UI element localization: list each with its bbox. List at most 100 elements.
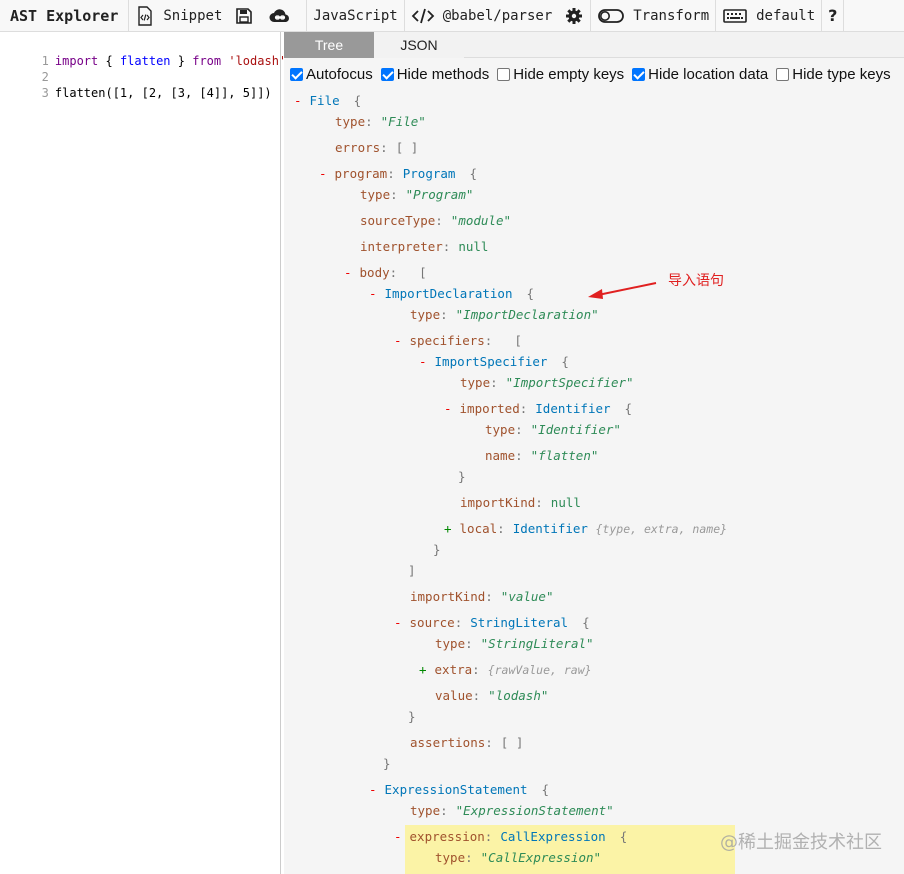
help-button[interactable]: ? (822, 0, 845, 31)
prop-value: "Program" (405, 187, 474, 202)
keymap-select[interactable]: default (716, 0, 823, 31)
tree-node-specifiers[interactable]: -specifiers:[ (394, 333, 522, 348)
keyword-import: import (54, 54, 99, 68)
transform-toggle[interactable]: Transform (591, 0, 717, 31)
option-label: Hide methods (396, 65, 490, 83)
prop-value: "CallExpression" (480, 850, 602, 865)
tree-prop: type:"File" (335, 114, 426, 129)
close-brace: } (408, 708, 416, 726)
tab-tree[interactable]: Tree (284, 32, 374, 58)
code-icon (411, 6, 435, 26)
keyword-from: from (192, 54, 222, 68)
checkbox-hide-location-data[interactable] (632, 67, 646, 81)
node-type: ExpressionStatement (384, 782, 528, 797)
brace: { (561, 354, 569, 369)
prop-key: specifiers (409, 333, 485, 348)
ast-tree: -File{ type:"File" errors:[ ] -program:P… (284, 32, 904, 874)
prop-key: interpreter (360, 239, 443, 254)
option-hide-location-data[interactable]: Hide location data (632, 66, 768, 83)
option-autofocus[interactable]: Autofocus (290, 66, 373, 83)
tree-prop: type:"ImportDeclaration" (410, 307, 599, 322)
tree-node-expression[interactable]: -expression:CallExpression{ (394, 829, 628, 844)
code-line: 2 (0, 53, 280, 84)
output-tabs: Tree JSON (284, 32, 904, 58)
parser-label: @babel/parser (442, 7, 553, 24)
expand-toggle[interactable]: + (444, 521, 452, 536)
collapse-toggle[interactable]: - (444, 401, 452, 416)
tree-prop: type:"Program" (360, 187, 474, 202)
language-select[interactable]: JavaScript (307, 0, 405, 31)
expand-toggle[interactable]: + (419, 662, 427, 677)
tree-node-local[interactable]: +local:Identifier {type, extra, name} (444, 521, 728, 536)
prop-key: name (485, 448, 516, 463)
line-number: 2 (41, 70, 49, 84)
node-type: StringLiteral (470, 615, 569, 630)
checkbox-autofocus[interactable] (290, 67, 303, 81)
tree-node-file[interactable]: -File { (294, 92, 361, 110)
tree-node-body[interactable]: -body:[ (344, 265, 427, 280)
checkbox-hide-methods[interactable] (380, 67, 394, 81)
cloud-link-icon (268, 6, 292, 26)
close-brace: } (433, 541, 441, 559)
brace: } (433, 542, 441, 557)
tree-node-source[interactable]: -source:StringLiteral{ (394, 615, 590, 630)
option-hide-empty-keys[interactable]: Hide empty keys (497, 66, 624, 83)
close-brace: } (458, 468, 466, 486)
code-token: { (98, 54, 120, 68)
share-button[interactable] (262, 0, 308, 31)
prop-key: assertions (410, 735, 486, 750)
collapse-toggle[interactable]: - (369, 286, 377, 301)
tree-node-expression-statement[interactable]: -ExpressionStatement{ (369, 781, 549, 799)
collapse-toggle[interactable]: - (394, 333, 402, 348)
parser-select[interactable]: @babel/parser (405, 0, 559, 31)
tree-prop: sourceType:"module" (360, 213, 512, 228)
tree-node-extra[interactable]: +extra:{rawValue, raw} (419, 662, 592, 677)
prop-key: program (334, 166, 388, 181)
collapse-toggle[interactable]: - (319, 166, 327, 181)
option-hide-type-keys[interactable]: Hide type keys (776, 66, 891, 83)
prop-value: [ ] (500, 735, 524, 750)
prop-key: type (435, 850, 466, 865)
option-label: Autofocus (306, 65, 373, 83)
prop-key: type (360, 187, 391, 202)
brace: { (353, 93, 362, 108)
collapse-toggle[interactable]: - (294, 93, 302, 108)
prop-key: imported (459, 401, 520, 416)
tree-node-import-specifier[interactable]: -ImportSpecifier{ (419, 353, 569, 371)
tree-node-imported[interactable]: -imported:Identifier{ (444, 401, 633, 416)
collapse-toggle[interactable]: - (419, 354, 427, 369)
watermark: @稀土掘金技术社区 (720, 832, 882, 853)
keyboard-icon (722, 6, 748, 26)
option-hide-methods[interactable]: Hide methods (380, 65, 490, 83)
tree-node-import-declaration[interactable]: -ImportDeclaration{ (369, 285, 534, 303)
collapse-toggle[interactable]: - (369, 782, 377, 797)
tree-prop: importKind:null (460, 495, 581, 510)
tree-prop: type:"ImportSpecifier" (460, 375, 634, 390)
brace: { (526, 286, 534, 301)
node-type: File (309, 93, 340, 108)
tree-prop: type:"Identifier" (485, 422, 621, 437)
tree-prop: type:"CallExpression" (435, 850, 602, 865)
prop-value: null (458, 239, 489, 254)
collapse-toggle[interactable]: - (394, 615, 402, 630)
node-type: CallExpression (500, 829, 606, 844)
collapse-toggle[interactable]: - (344, 265, 352, 280)
tab-json[interactable]: JSON (374, 32, 464, 58)
tree-node-program[interactable]: -program:Program{ (319, 166, 477, 181)
parser-settings-button[interactable] (558, 0, 592, 31)
checkbox-hide-empty-keys[interactable] (497, 67, 511, 81)
language-label: JavaScript (313, 7, 398, 24)
checkbox-hide-type-keys[interactable] (776, 67, 790, 81)
prop-value: "value" (500, 589, 554, 604)
collapse-toggle[interactable]: - (394, 829, 402, 844)
save-button[interactable] (228, 0, 262, 31)
prop-value: "ImportDeclaration" (455, 307, 599, 322)
prop-key: type (460, 375, 491, 390)
snippet-button[interactable]: Snippet (129, 0, 228, 31)
node-type: Identifier (512, 521, 588, 536)
prop-key: type (410, 803, 441, 818)
tree-prop: type:"ExpressionStatement" (410, 803, 614, 818)
